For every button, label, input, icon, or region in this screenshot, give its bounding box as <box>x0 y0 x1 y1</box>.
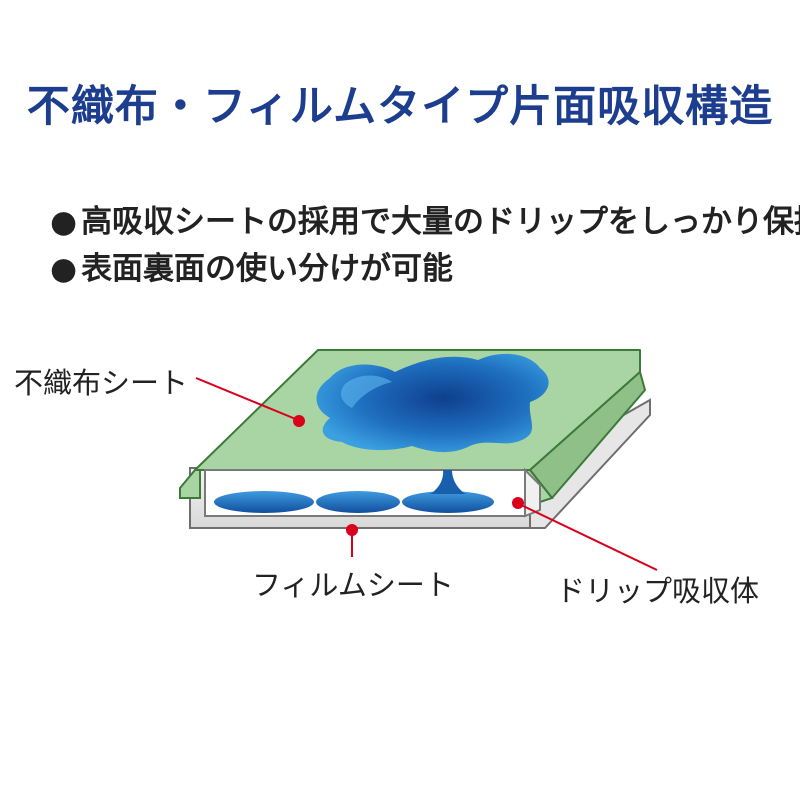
diagram-title: 不織布・フィルムタイプ片面吸収構造 <box>26 82 774 132</box>
leader-nonwoven <box>195 377 305 427</box>
absorbed-drip-3 <box>402 491 494 513</box>
leader-absorber <box>512 497 658 571</box>
feature-text-2: 表面裏面の使い分けが可能 <box>81 251 454 287</box>
absorbed-drip-1 <box>214 491 314 513</box>
absorbed-drip-2 <box>316 491 400 513</box>
feature-bullet-1: ●高吸収シートの採用で大量のドリップをしっかり保持 <box>50 196 800 241</box>
bullet-dot: ● <box>50 204 78 240</box>
drip-puddle-highlight <box>340 375 392 408</box>
drip-stream <box>430 470 466 494</box>
label-film-sheet: フィルムシート <box>252 568 454 602</box>
label-drip-absorber: ドリップ吸収体 <box>556 574 760 608</box>
feature-bullet-2: ●表面裏面の使い分けが可能 <box>50 243 453 288</box>
bullet-dot: ● <box>50 251 78 287</box>
leader-film <box>346 524 358 557</box>
label-nonwoven-sheet: 不織布シート <box>14 366 189 400</box>
drip-absorber-side <box>524 467 541 518</box>
feature-text-1: 高吸収シートの採用で大量のドリップをしっかり保持 <box>81 204 800 240</box>
nonwoven-sheet-front-lip <box>179 469 201 499</box>
